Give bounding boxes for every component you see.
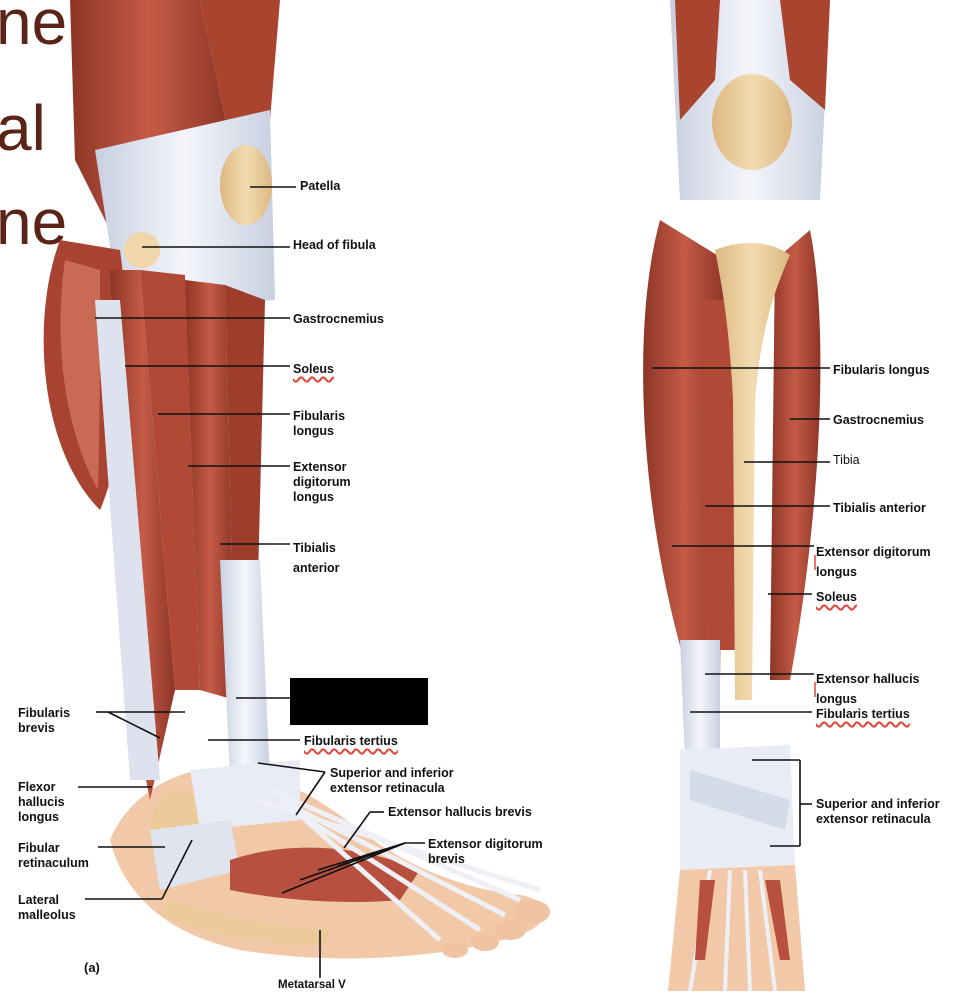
label-gastrocnemius-left: Gastrocnemius (293, 312, 385, 326)
label-tibialis-anterior-left: Tibialis anterior (293, 541, 340, 575)
label-extensor-hallucis-brevis: Extensor hallucis brevis (388, 805, 532, 819)
label-extensor-digitorum-brevis: Extensor digitorum brevis (428, 837, 543, 866)
title-fragment-1: ne (0, 0, 68, 58)
label-fibular-retinaculum: Fibular retinaculum (18, 841, 89, 870)
label-extensor-hallucis-longus-right: Extensor hallucis longus (816, 672, 920, 706)
title-fragment-2: al (0, 92, 46, 164)
label-fibularis-longus-right: Fibularis longus (833, 363, 930, 377)
label-flexor-hallucis-longus: Flexor hallucis longus (18, 780, 65, 824)
label-fibularis-tertius-right: Fibularis tertius (816, 707, 910, 721)
right-leg-illustration (643, 0, 830, 991)
title-fragment-3: ne (0, 186, 68, 258)
label-superior-inferior-retinacula-left: Superior and inferior extensor retinacul… (330, 766, 454, 795)
label-tibialis-anterior-right: Tibialis anterior (833, 501, 926, 515)
label-superior-inferior-retinacula-right: Superior and inferior extensor retinacul… (816, 797, 940, 826)
right-leader-lines (652, 367, 830, 847)
label-fibularis-longus-left: Fibularis longus (293, 409, 346, 438)
label-extensor-digitorum-longus-left: Extensor digitorum longus (293, 460, 351, 504)
panel-label: (a) (84, 960, 100, 975)
label-tibia: Tibia (833, 453, 860, 467)
label-soleus-right: Soleus (816, 590, 857, 604)
label-lateral-malleolus: Lateral malleolus (18, 893, 76, 922)
redaction-box (290, 678, 428, 725)
label-fibularis-brevis: Fibularis brevis (18, 706, 71, 735)
label-metatarsal-v: Metatarsal V (278, 979, 346, 991)
left-leader-lines (78, 186, 425, 978)
label-fibularis-tertius-left: Fibularis tertius (304, 734, 398, 748)
label-patella: Patella (300, 179, 341, 193)
left-leg-illustration (43, 0, 550, 959)
label-extensor-digitorum-longus-right: Extensor digitorum longus (816, 545, 931, 579)
label-head-of-fibula: Head of fibula (293, 238, 376, 252)
label-gastrocnemius-right: Gastrocnemius (833, 413, 925, 427)
label-soleus-left: Soleus (293, 362, 334, 376)
